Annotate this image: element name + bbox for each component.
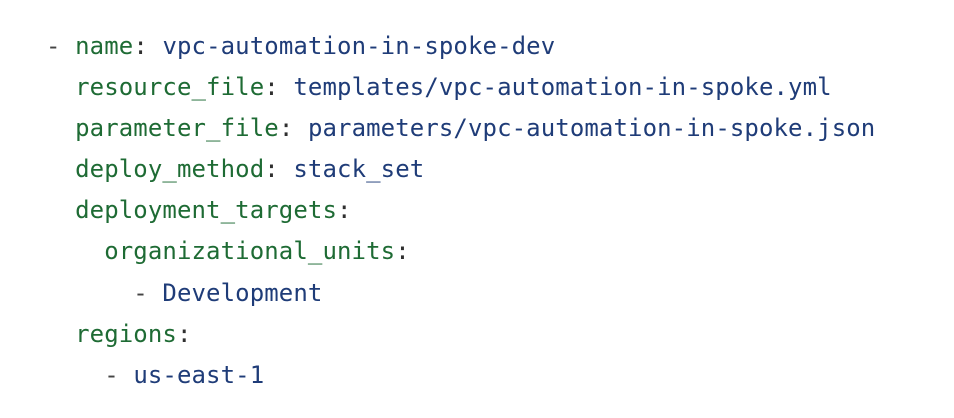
yaml-key: name bbox=[75, 32, 134, 60]
yaml-line-organizational-units: organizational_units: bbox=[46, 231, 875, 272]
indent bbox=[46, 320, 75, 348]
list-dash: - bbox=[133, 278, 163, 307]
yaml-line-name: - name: vpc-automation-in-spoke-dev bbox=[46, 26, 875, 67]
yaml-line-regions: regions: bbox=[46, 314, 875, 355]
yaml-colon: : bbox=[133, 32, 148, 60]
yaml-key: organizational_units bbox=[104, 237, 396, 266]
yaml-value: stack_set bbox=[293, 155, 425, 184]
yaml-key: deploy_method bbox=[75, 155, 265, 184]
yaml-line-parameter-file: parameter_file: parameters/vpc-automatio… bbox=[46, 108, 875, 149]
yaml-line-deployment-targets: deployment_targets: bbox=[46, 190, 875, 231]
yaml-value: vpc-automation-in-spoke-dev bbox=[162, 32, 556, 60]
yaml-key: regions bbox=[75, 319, 177, 348]
yaml-line-deploy-method: deploy_method: stack_set bbox=[46, 149, 875, 190]
list-dash: - bbox=[104, 360, 134, 389]
yaml-colon: : bbox=[264, 73, 279, 102]
indent bbox=[46, 114, 75, 142]
yaml-line-us-east-1: - us-east-1 bbox=[46, 355, 875, 396]
yaml-value: templates/vpc-automation-in-spoke.yml bbox=[293, 73, 832, 102]
indent bbox=[46, 279, 133, 307]
yaml-key: deployment_targets bbox=[75, 196, 337, 225]
yaml-colon: : bbox=[395, 237, 410, 266]
yaml-key: resource_file bbox=[75, 73, 265, 102]
yaml-line-development: - Development bbox=[46, 273, 875, 314]
yaml-colon: : bbox=[278, 114, 294, 143]
list-dash: - bbox=[46, 32, 76, 60]
yaml-key: parameter_file bbox=[75, 114, 279, 143]
indent bbox=[46, 361, 104, 389]
indent bbox=[46, 73, 75, 101]
yaml-code-block: - name: vpc-automation-in-spoke-dev reso… bbox=[46, 26, 875, 396]
yaml-colon: : bbox=[176, 319, 192, 348]
indent bbox=[46, 155, 75, 183]
yaml-value: Development bbox=[162, 278, 323, 307]
indent bbox=[46, 237, 104, 265]
yaml-line-resource-file: resource_file: templates/vpc-automation-… bbox=[46, 67, 875, 108]
indent bbox=[46, 196, 75, 224]
yaml-value: us-east-1 bbox=[133, 360, 265, 389]
yaml-colon: : bbox=[337, 196, 352, 225]
yaml-value: parameters/vpc-automation-in-spoke.json bbox=[307, 114, 876, 143]
yaml-colon: : bbox=[264, 155, 279, 184]
